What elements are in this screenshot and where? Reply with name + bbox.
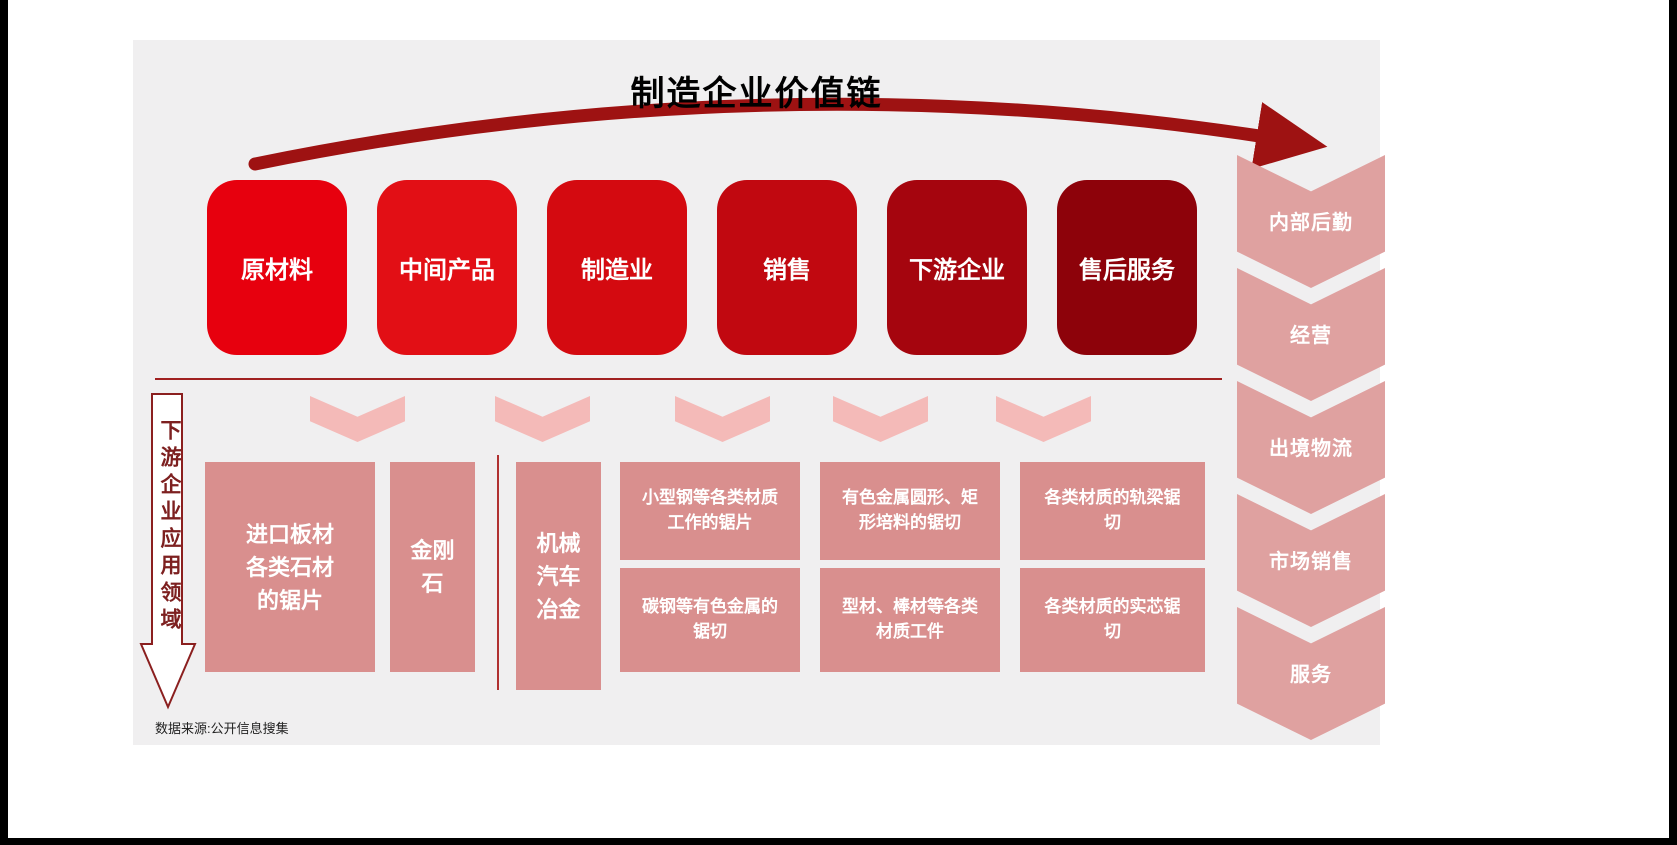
right-chain-label: 服务 [1290,663,1332,686]
bottom-edge-bar [0,838,1677,845]
down-chevron-icon [675,396,770,442]
chain-box-raw-materials: 原材料 [207,180,347,355]
chain-box-manufacturing: 制造业 [547,180,687,355]
chain-box-label: 原材料 [241,257,313,284]
chain-box-sales: 销售 [717,180,857,355]
down-chevron-icon [833,396,928,442]
app-cell: 有色金属圆形、矩 形培料的锯切 [820,462,1000,560]
right-chain-step-service: 服务 [1237,607,1385,740]
value-chain-panel: 制造企业价值链 原材料 中间产品 制造业 销售 下游企业 售后服务 下游企业应用… [133,40,1385,745]
chain-box-intermediate: 中间产品 [377,180,517,355]
right-chain-label: 出境物流 [1269,437,1353,460]
right-chain-label: 市场销售 [1269,550,1353,573]
chain-box-label: 销售 [763,257,811,284]
right-chain-label: 内部后勤 [1269,211,1353,234]
right-chain-step-inbound-logistics: 内部后勤 [1237,155,1385,288]
left-edge-bar [0,0,8,845]
app-box-industries: 机械 汽车 冶金 [516,462,601,690]
chain-box-downstream: 下游企业 [887,180,1027,355]
source-note: 数据来源:公开信息搜集 [155,721,289,736]
app-cell: 小型钢等各类材质 工作的锯片 [620,462,800,560]
right-chain-step-operations: 经营 [1237,268,1385,401]
right-chain-step-marketing-sales: 市场销售 [1237,494,1385,627]
app-cell: 各类材质的实芯锯 切 [1020,568,1205,672]
right-edge-bar [1669,0,1677,845]
downstream-axis-arrow-icon [139,393,197,710]
app-cell: 型材、棒材等各类 材质工件 [820,568,1000,672]
down-chevron-icon [310,396,405,442]
chain-box-label: 制造业 [581,257,653,284]
down-chevron-icon [495,396,590,442]
app-cell: 碳钢等有色金属的 锯切 [620,568,800,672]
chain-box-label: 中间产品 [399,257,495,284]
chain-box-label: 售后服务 [1079,257,1175,284]
app-box-imported-stone: 进口板材 各类石材 的锯片 [205,462,375,672]
column-divider-line [497,455,499,690]
right-chain-label: 经营 [1290,324,1332,347]
diagram-title: 制造企业价值链 [630,75,883,113]
chain-box-label: 下游企业 [909,257,1005,284]
divider-line [155,378,1222,380]
down-chevron-icon [996,396,1091,442]
app-cell: 各类材质的轨梁锯 切 [1020,462,1205,560]
app-box-diamond: 金刚 石 [390,462,475,672]
right-chain-step-outbound-logistics: 出境物流 [1237,381,1385,514]
downstream-axis-label: 下游企业应用领域 [158,419,181,635]
chain-box-after-sales: 售后服务 [1057,180,1197,355]
